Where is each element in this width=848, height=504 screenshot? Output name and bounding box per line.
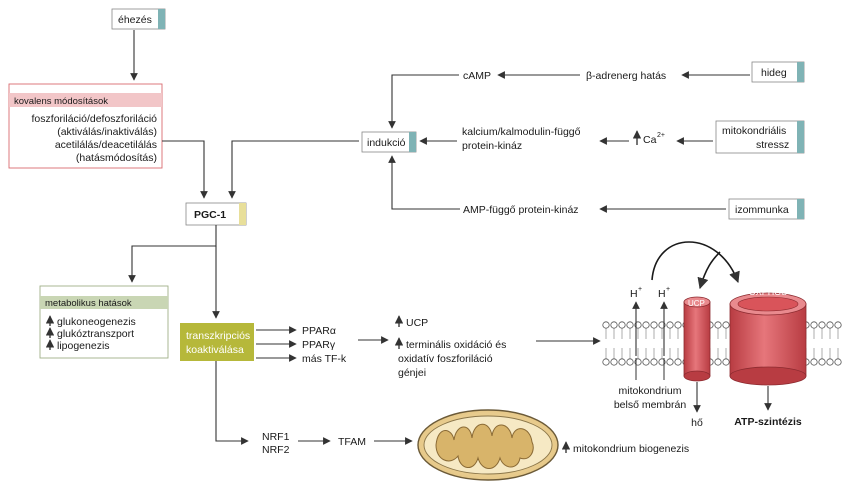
arrow-ampk-induction <box>388 155 460 210</box>
heat-label: hő <box>691 417 703 429</box>
arrow-camp-induction <box>388 74 459 129</box>
covalent-line-1: foszforiláció/defoszforiláció <box>32 113 158 125</box>
ucp-channel-label: UCP <box>688 299 705 308</box>
nrf2-label: NRF2 <box>262 444 290 456</box>
arrow-coactivation-nrf <box>215 361 249 445</box>
proton-flow-arrow-oxphos <box>651 241 740 284</box>
arrow-induction-pgc1 <box>228 140 359 199</box>
pgc1-label: PGC-1 <box>194 209 226 221</box>
proton-flow-arrow-ucp <box>697 251 721 290</box>
tfam-label: TFAM <box>338 436 366 448</box>
ampk-label: AMP-függő protein-kináz <box>463 204 579 216</box>
proton-sup-1: + <box>638 286 642 293</box>
coactivation-line2: koaktiválása <box>186 344 244 356</box>
biogenesis-label: mitokondrium biogenezis <box>573 443 689 455</box>
mito-stress-line2: stressz <box>756 139 789 151</box>
covalent-line-4: (hatásmódosítás) <box>76 152 157 164</box>
ucp-gene-label: UCP <box>406 317 428 329</box>
nrf1-label: NRF1 <box>262 431 290 443</box>
oxphos-label: OXPHOS <box>749 287 788 297</box>
calcium-increase: Ca 2+ <box>632 130 665 146</box>
mito-stress-line1: mitokondriális <box>722 125 786 137</box>
calcium-sup: 2+ <box>657 132 665 139</box>
ucp-increase: UCP <box>394 315 428 329</box>
proton-sup-2: + <box>666 286 670 293</box>
atp-label: ATP-szintézis <box>734 416 802 428</box>
covalent-line-3: acetilálás/deacetilálás <box>55 139 157 151</box>
induction-box: indukció <box>361 131 417 153</box>
camk-line2: protein-kináz <box>462 140 522 152</box>
pgc1-box: PGC-1 <box>185 202 247 226</box>
exercise-box: izommunka <box>728 198 805 220</box>
membrane-label-line2: belső membrán <box>614 399 687 411</box>
arrow-pgc1-metabolic <box>128 225 217 283</box>
biogenesis-increase: mitokondrium biogenezis <box>561 441 689 455</box>
exercise-label: izommunka <box>735 204 789 216</box>
metabolic-item-2: glukóztranszport <box>57 328 134 340</box>
coactivation-box: transzkripciós koaktiválása <box>180 323 254 361</box>
proton-label-1: H <box>630 288 638 300</box>
metabolic-title: metabolikus hatások <box>45 298 132 309</box>
camp-label: cAMP <box>463 70 491 82</box>
oxphos-complex: OXPHOS <box>729 287 807 386</box>
coactivation-line1: transzkripciós <box>186 330 250 342</box>
oxphos-genes-increase: terminális oxidáció és oxidatív foszfori… <box>394 337 506 379</box>
arrow-covalent-pgc1 <box>162 140 208 199</box>
metabolic-item-1: glukoneogenezis <box>57 316 136 328</box>
metabolic-item-3: lipogenezis <box>57 340 110 352</box>
genes-line2: oxidatív foszforiláció <box>398 353 493 365</box>
membrane-label-line1: mitokondrium <box>618 385 681 397</box>
beta-adrenergic-label: β-adrenerg hatás <box>586 70 666 82</box>
other-tf-label: más TF-k <box>302 353 347 365</box>
cold-label: hideg <box>761 67 787 79</box>
fasting-box: éhezés <box>111 8 166 30</box>
genes-line3: génjei <box>398 367 426 379</box>
ppar-a-label: PPARα <box>302 325 336 337</box>
covalent-line-2: (aktiválás/inaktiválás) <box>57 126 157 138</box>
covalent-modifications-box: kovalens módosítások foszforiláció/defos… <box>8 83 163 169</box>
proton-label-2: H <box>658 288 666 300</box>
genes-line1: terminális oxidáció és <box>406 339 506 351</box>
mitochondrion-illustration <box>417 409 559 481</box>
ppar-g-label: PPARγ <box>302 339 336 351</box>
mito-stress-box: mitokondriális stressz <box>715 120 805 154</box>
calcium-label: Ca <box>643 134 657 146</box>
fasting-label: éhezés <box>118 14 152 26</box>
metabolic-effects-box: metabolikus hatások glukoneogenezis gluk… <box>39 285 169 359</box>
induction-label: indukció <box>367 137 406 149</box>
ucp-channel: UCP <box>683 296 711 382</box>
camk-line1: kalcium/kalmodulin-függő <box>462 126 581 138</box>
covalent-title: kovalens módosítások <box>14 96 108 107</box>
cold-box: hideg <box>751 61 805 83</box>
